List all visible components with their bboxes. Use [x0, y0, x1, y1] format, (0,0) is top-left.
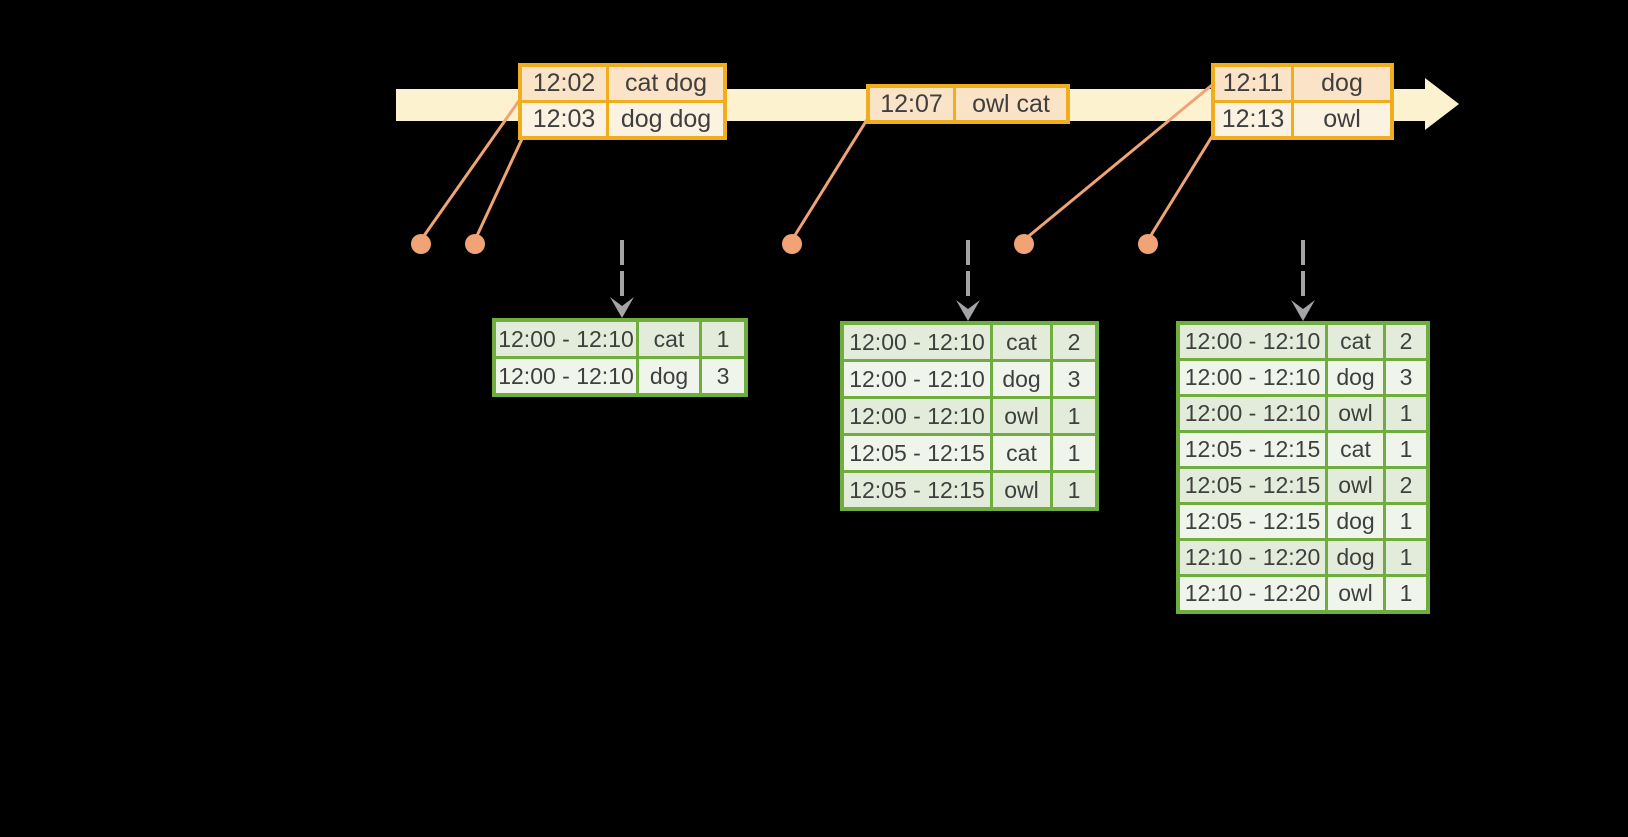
event-dots: [411, 234, 1158, 254]
word-cell: owl: [993, 399, 1050, 433]
event-dot: [1014, 234, 1034, 254]
event-connector-lines: [419, 83, 1218, 242]
word-cell: dog: [1328, 505, 1383, 538]
event-words-cell: cat dog: [609, 67, 723, 100]
count-cell: 1: [1386, 577, 1426, 610]
word-cell: dog: [639, 359, 699, 393]
window-cell: 12:00 - 12:10: [844, 325, 990, 359]
window-cell: 12:00 - 12:10: [844, 399, 990, 433]
count-cell: 1: [1386, 397, 1426, 430]
word-cell: owl: [1328, 397, 1383, 430]
result-table-2: 12:00 - 12:10 cat 2 12:00 - 12:10 dog 3 …: [840, 321, 1099, 511]
event-dot: [782, 234, 802, 254]
count-cell: 2: [1386, 325, 1426, 358]
word-cell: dog: [1328, 541, 1383, 574]
event-words-cell: owl: [1294, 103, 1390, 136]
word-cell: cat: [993, 325, 1050, 359]
event-time-cell: 12:13: [1215, 103, 1291, 136]
window-cell: 12:10 - 12:20: [1180, 577, 1325, 610]
event-table-3: 12:11 dog 12:13 owl: [1211, 63, 1394, 140]
window-cell: 12:05 - 12:15: [844, 473, 990, 507]
window-cell: 12:05 - 12:15: [1180, 433, 1325, 466]
trigger-arrow-lines: [620, 240, 1305, 302]
window-cell: 12:00 - 12:10: [1180, 361, 1325, 394]
event-dot: [1138, 234, 1158, 254]
event-dot: [411, 234, 431, 254]
event-table-2: 12:07 owl cat: [866, 84, 1070, 124]
word-cell: dog: [993, 362, 1050, 396]
window-cell: 12:00 - 12:10: [844, 362, 990, 396]
event-connector-line: [790, 117, 870, 241]
event-dot: [465, 234, 485, 254]
window-cell: 12:00 - 12:10: [496, 322, 636, 356]
window-cell: 12:05 - 12:15: [1180, 469, 1325, 502]
count-cell: 2: [1053, 325, 1095, 359]
count-cell: 1: [1053, 399, 1095, 433]
window-cell: 12:00 - 12:10: [1180, 397, 1325, 430]
count-cell: 3: [702, 359, 744, 393]
count-cell: 3: [1053, 362, 1095, 396]
count-cell: 1: [702, 322, 744, 356]
window-cell: 12:10 - 12:20: [1180, 541, 1325, 574]
event-connector-line: [419, 94, 525, 241]
event-time-cell: 12:03: [522, 103, 606, 136]
word-cell: cat: [1328, 325, 1383, 358]
word-cell: dog: [1328, 361, 1383, 394]
event-connector-line: [473, 127, 529, 241]
window-cell: 12:05 - 12:15: [1180, 505, 1325, 538]
event-time-cell: 12:11: [1215, 67, 1291, 100]
word-cell: owl: [1328, 577, 1383, 610]
window-cell: 12:00 - 12:10: [496, 359, 636, 393]
timeline-arrowhead-icon: [1425, 78, 1459, 130]
count-cell: 3: [1386, 361, 1426, 394]
window-cell: 12:05 - 12:15: [844, 436, 990, 470]
word-cell: owl: [993, 473, 1050, 507]
count-cell: 1: [1053, 473, 1095, 507]
count-cell: 1: [1053, 436, 1095, 470]
word-cell: cat: [1328, 433, 1383, 466]
word-cell: owl: [1328, 469, 1383, 502]
trigger-arrowheads: [610, 297, 1315, 321]
event-time-cell: 12:02: [522, 67, 606, 100]
result-table-1: 12:00 - 12:10 cat 1 12:00 - 12:10 dog 3: [492, 318, 748, 397]
count-cell: 2: [1386, 469, 1426, 502]
event-table-1: 12:02 cat dog 12:03 dog dog: [518, 63, 727, 140]
count-cell: 1: [1386, 541, 1426, 574]
event-words-cell: dog dog: [609, 103, 723, 136]
event-words-cell: dog: [1294, 67, 1390, 100]
event-time-cell: 12:07: [870, 88, 953, 120]
count-cell: 1: [1386, 433, 1426, 466]
event-words-cell: owl cat: [956, 88, 1066, 120]
count-cell: 1: [1386, 505, 1426, 538]
word-cell: cat: [993, 436, 1050, 470]
result-table-3: 12:00 - 12:10 cat 2 12:00 - 12:10 dog 3 …: [1176, 321, 1430, 614]
down-arrow-icon: [610, 297, 634, 318]
down-arrow-icon: [1291, 300, 1315, 321]
event-connector-line: [1146, 129, 1218, 241]
window-cell: 12:00 - 12:10: [1180, 325, 1325, 358]
word-cell: cat: [639, 322, 699, 356]
event-connector-line: [1023, 83, 1213, 242]
down-arrow-icon: [956, 300, 980, 321]
